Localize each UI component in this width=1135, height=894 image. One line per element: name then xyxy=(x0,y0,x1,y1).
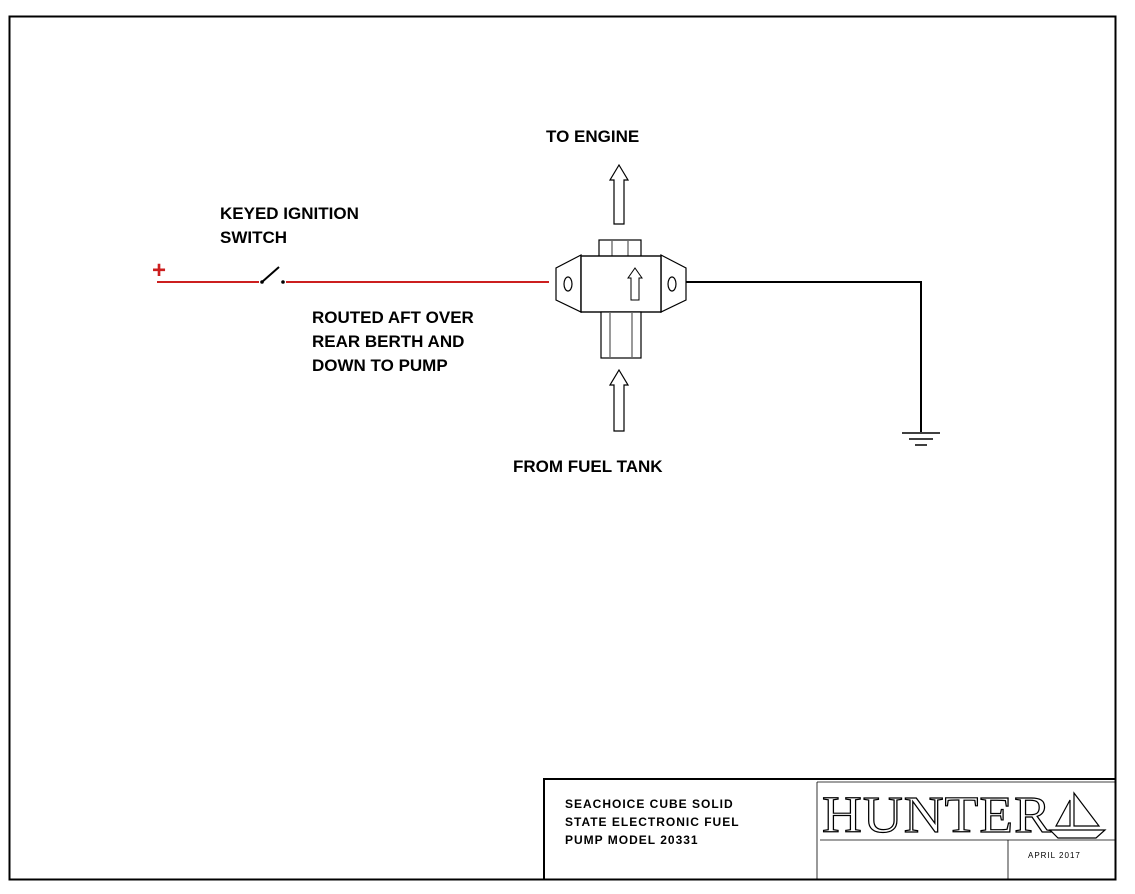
up-arrow-icon xyxy=(608,368,630,432)
route-label-line1: ROUTED AFT OVER xyxy=(312,308,474,327)
up-arrow-icon xyxy=(608,163,630,225)
title-line2: STATE ELECTRONIC FUEL xyxy=(565,815,740,829)
sailboat-logo-icon xyxy=(1048,791,1107,839)
title-line1: SEACHOICE CUBE SOLID xyxy=(565,797,734,811)
positive-terminal-label: + xyxy=(152,257,166,284)
to-engine-label: TO ENGINE xyxy=(546,127,639,146)
ground-symbol-icon xyxy=(902,432,940,446)
route-label-line2: REAR BERTH AND xyxy=(312,332,464,351)
title-block: SEACHOICE CUBE SOLID STATE ELECTRONIC FU… xyxy=(543,778,1115,879)
fuel-pump-icon xyxy=(555,239,687,359)
ground-wire xyxy=(686,281,922,432)
route-label-line3: DOWN TO PUMP xyxy=(312,356,448,375)
drawing-date: APRIL 2017 xyxy=(1028,851,1081,860)
from-fuel-tank-label: FROM FUEL TANK xyxy=(513,457,663,476)
switch-label-line1: KEYED IGNITION xyxy=(220,204,359,223)
hunter-logo-text: HUNTER xyxy=(822,787,1052,844)
title-line3: PUMP MODEL 20331 xyxy=(565,833,699,847)
spst-switch-icon xyxy=(260,266,285,284)
drawing-border xyxy=(8,15,1117,881)
switch-label-line2: SWITCH xyxy=(220,228,287,247)
